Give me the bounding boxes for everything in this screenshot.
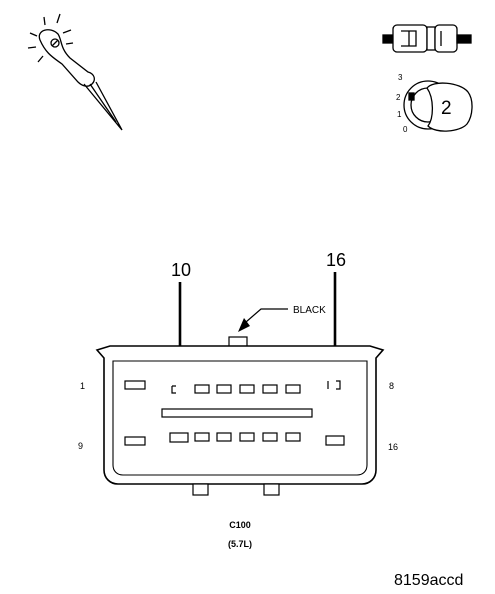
ignition-key-icon <box>403 80 473 132</box>
cavity-16 <box>325 435 345 446</box>
cavity-2 <box>171 385 176 394</box>
cavity-10 <box>169 432 189 443</box>
terminal-cavities <box>124 380 345 446</box>
cavity-12 <box>216 432 232 442</box>
cavity-8 <box>327 380 341 390</box>
pin-label-9: 9 <box>78 441 83 451</box>
pin-label-16: 16 <box>388 442 398 452</box>
figure-id: 8159accd <box>394 572 463 589</box>
cavity-6 <box>262 384 278 394</box>
center-rib <box>161 408 313 418</box>
cavity-3 <box>194 384 210 394</box>
callout-pin-10: 10 <box>171 260 191 280</box>
connector-color-label: BLACK <box>293 305 326 316</box>
cavity-15 <box>285 432 301 442</box>
cavity-5 <box>239 384 255 394</box>
ignition-position-3: 3 <box>398 73 403 82</box>
back-probe-icon <box>27 13 123 131</box>
ignition-position-2: 2 <box>396 93 401 102</box>
cavity-1 <box>124 380 146 390</box>
pin-label-1: 1 <box>80 381 85 391</box>
connector-id: C100 <box>229 520 251 530</box>
engine-variant: (5.7L) <box>228 539 252 549</box>
test-lead-icon <box>382 24 472 53</box>
ignition-position-0: 0 <box>403 125 408 134</box>
cavity-11 <box>194 432 210 442</box>
color-leader-arrow <box>238 308 288 332</box>
cavity-14 <box>262 432 278 442</box>
pin-label-8: 8 <box>389 381 394 391</box>
cavity-13 <box>239 432 255 442</box>
cavity-7 <box>285 384 301 394</box>
cavity-4 <box>216 384 232 394</box>
ignition-selected-label: 2 <box>441 98 452 119</box>
ignition-position-1: 1 <box>397 110 402 119</box>
cavity-9 <box>124 436 146 446</box>
callout-pin-16: 16 <box>326 250 346 270</box>
